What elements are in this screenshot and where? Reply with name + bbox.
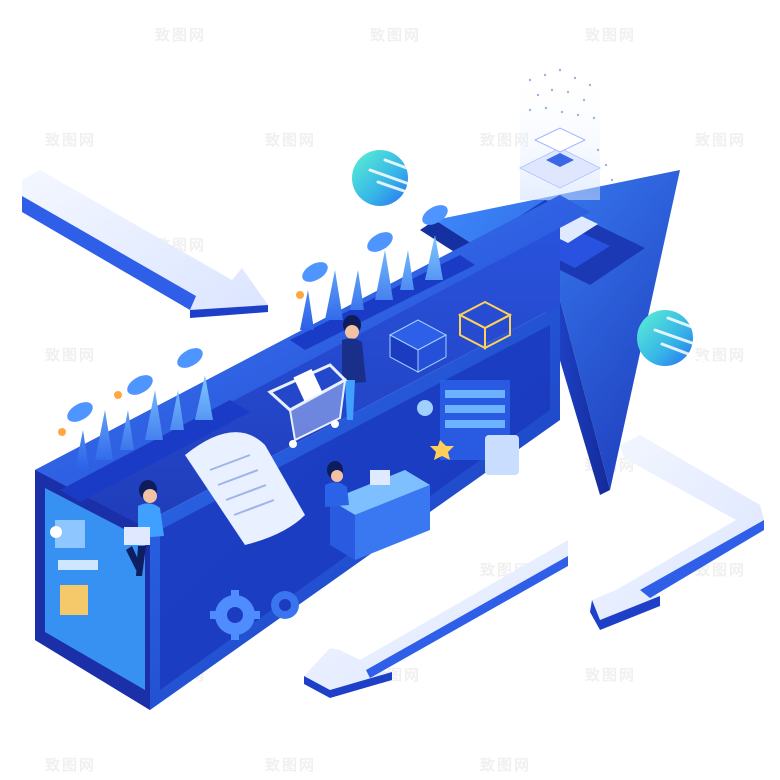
pale-arrow-bottom-right <box>590 435 764 630</box>
cube-icon <box>388 319 448 373</box>
wall-panel <box>417 380 519 475</box>
receipt-icon <box>185 432 305 545</box>
gear-icon <box>271 591 299 619</box>
pale-arrow-bottom-center <box>304 540 568 698</box>
person-with-laptop <box>124 480 164 576</box>
plant-icon <box>58 348 250 502</box>
cube-icon <box>457 300 513 350</box>
chip-tower <box>518 68 614 200</box>
watermark-text: 致图网 <box>695 561 746 579</box>
monitor <box>370 470 390 485</box>
watermark-text: 致图网 <box>45 131 96 149</box>
clock-icon <box>50 526 62 538</box>
person-with-cart <box>267 315 366 448</box>
watermark-text: 致图网 <box>370 26 421 44</box>
gear-icon <box>210 590 260 640</box>
watermark-text: 致图网 <box>155 26 206 44</box>
watermark-text: 致图网 <box>695 131 746 149</box>
star-icon <box>430 440 454 460</box>
watermark-text: 致图网 <box>45 346 96 364</box>
watermark-text: 致图网 <box>265 131 316 149</box>
watermark-text: 致图网 <box>695 346 746 364</box>
left-room <box>50 520 98 615</box>
watermark-text: 致图网 <box>585 26 636 44</box>
laptop-icon <box>124 527 150 545</box>
pale-arrow-top-left <box>22 170 268 318</box>
plant-icon <box>290 205 475 350</box>
shopping-cart-icon <box>267 363 348 448</box>
watermark-text: 致图网 <box>480 131 531 149</box>
cashier-desk <box>325 461 430 560</box>
calendar-card <box>485 435 519 475</box>
watermark-text: 致图网 <box>45 756 96 774</box>
comet-icon <box>637 310 718 366</box>
watermark-text: 致图网 <box>585 666 636 684</box>
watermark-text: 致图网 <box>265 756 316 774</box>
package-box <box>60 585 88 615</box>
watermark-text: 致图网 <box>480 756 531 774</box>
comet-icon <box>352 150 447 206</box>
